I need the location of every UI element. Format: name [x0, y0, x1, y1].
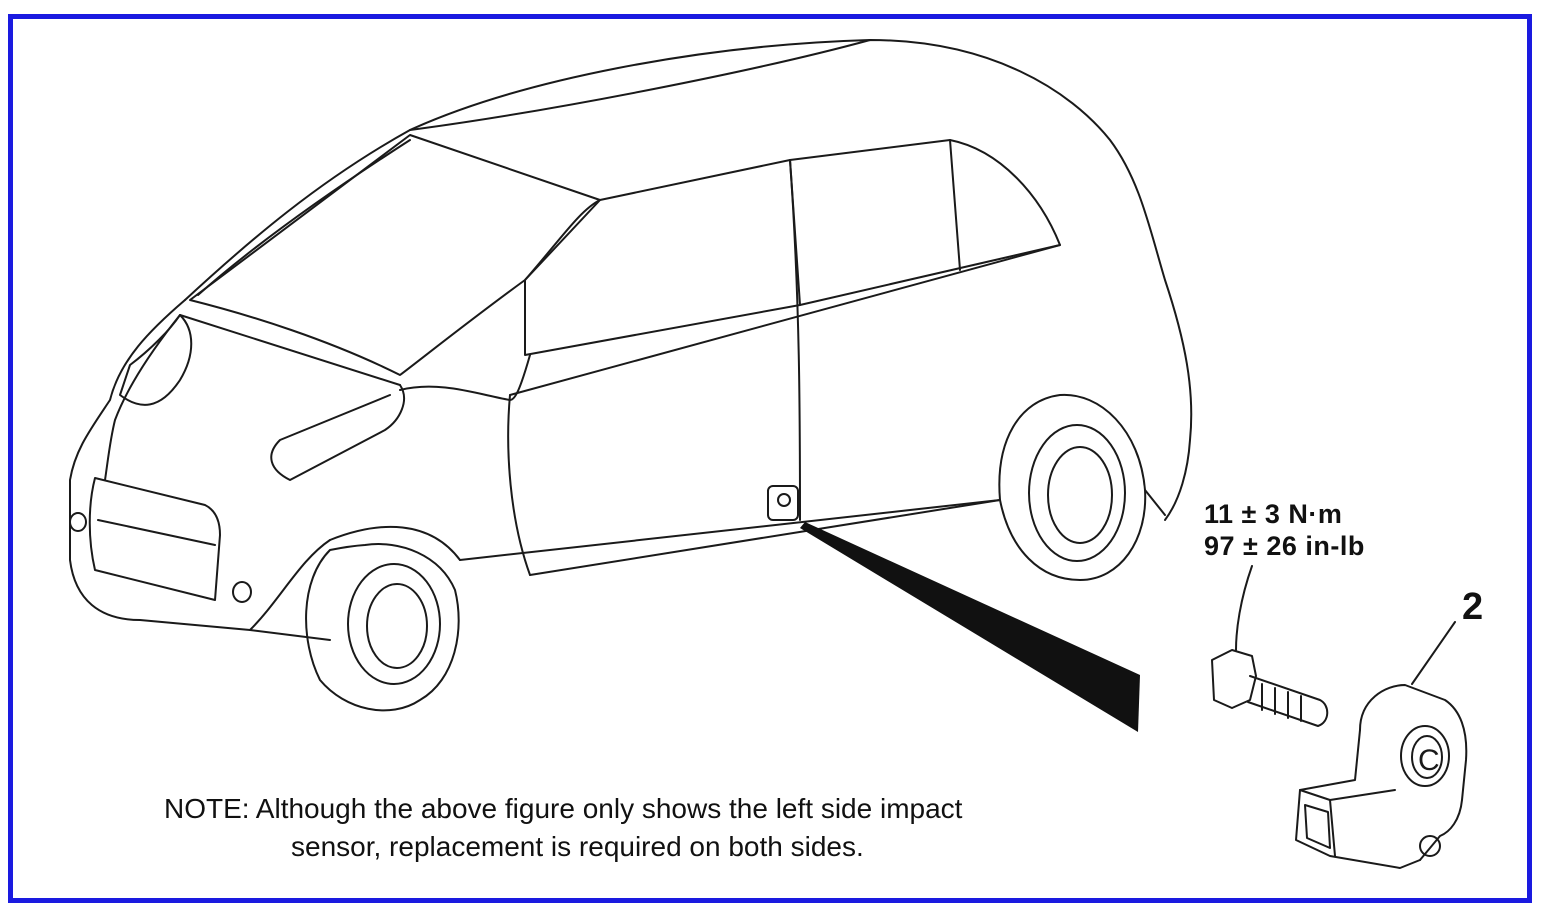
note-line-2: sensor, replacement is required on both … — [291, 831, 864, 862]
sensor-mark: C — [1418, 744, 1440, 777]
torque-leader-line — [1235, 565, 1253, 651]
torque-nm-label: 11 ± 3 N·m — [1204, 499, 1343, 529]
note-text: NOTE: Although the above figure only sho… — [164, 790, 962, 866]
figure-frame — [8, 14, 1532, 903]
note-line-1: NOTE: Although the above figure only sho… — [164, 793, 963, 824]
car-illustration — [69, 39, 1193, 712]
callout-pointer-wedge — [800, 522, 1140, 732]
callout-number: 2 — [1462, 586, 1484, 628]
torque-spec: 11 ± 3 N·m 97 ± 26 in-lb — [1204, 498, 1365, 562]
bolt-illustration — [1211, 649, 1329, 727]
torque-inlb-label: 97 ± 26 in-lb — [1204, 531, 1365, 561]
impact-sensor-illustration — [1295, 621, 1468, 869]
